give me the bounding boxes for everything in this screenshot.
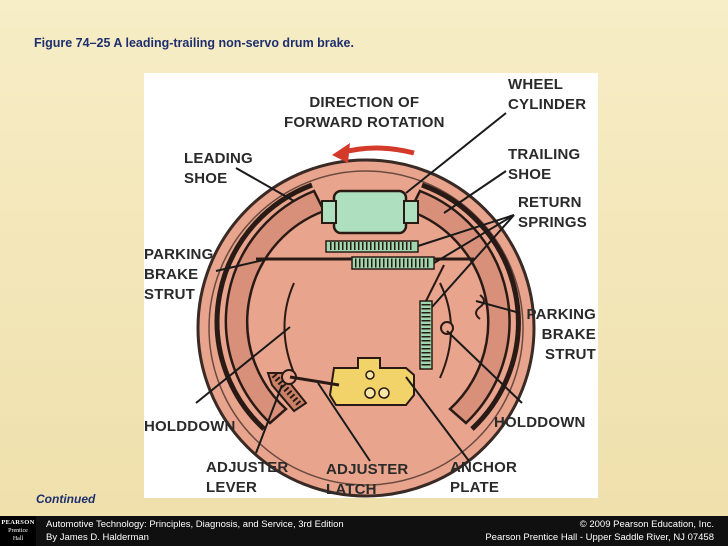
label-adjuster-lever: ADJUSTER LEVER bbox=[206, 459, 289, 496]
leader-adjuster-latch bbox=[317, 382, 371, 462]
rotation-arrow-head-icon bbox=[332, 143, 350, 163]
logo-line-2: Prentice bbox=[8, 528, 28, 534]
trailing-shoe-lining bbox=[421, 182, 521, 431]
leading-shoe-lining bbox=[214, 182, 313, 431]
adjuster-cable bbox=[289, 375, 340, 387]
holddown-spring-right bbox=[475, 294, 485, 320]
label-leading-shoe: LEADING SHOE bbox=[184, 150, 253, 187]
wheel-cylinder bbox=[332, 189, 408, 235]
footer-publisher: Pearson Prentice Hall - Upper Saddle Riv… bbox=[485, 532, 714, 543]
label-adjuster-latch: ADJUSTER LATCH bbox=[326, 461, 409, 498]
continued-label: Continued bbox=[36, 492, 96, 506]
leader-anchor-plate bbox=[405, 376, 470, 462]
slide-footer: PEARSON Prentice Hall Automotive Technol… bbox=[0, 516, 728, 546]
adjuster-latch-hole-2 bbox=[364, 387, 376, 399]
logo-line-3: Hall bbox=[12, 536, 24, 542]
label-parking-brake-strut-right: PARKING BRAKE STRUT bbox=[526, 306, 596, 363]
leader-parking-strut-right bbox=[475, 300, 521, 314]
leader-return-springs-2 bbox=[433, 214, 515, 264]
wheel-cylinder-piston-right bbox=[403, 200, 419, 224]
holddown-pin-right bbox=[440, 321, 454, 335]
label-holddown-right: HOLDDOWN bbox=[494, 414, 586, 431]
leader-lines bbox=[195, 112, 523, 462]
footer-author: By James D. Halderman bbox=[46, 532, 149, 543]
leader-holddown-right bbox=[446, 330, 523, 404]
label-trailing-shoe: TRAILING SHOE bbox=[508, 146, 581, 183]
rotation-arrow-icon bbox=[339, 145, 415, 156]
leader-wheel-cylinder bbox=[405, 112, 507, 194]
label-wheel-cylinder: WHEEL CYLINDER bbox=[508, 76, 587, 113]
label-anchor-plate: ANCHOR PLATE bbox=[450, 459, 518, 496]
adjuster-latch-hole-1 bbox=[365, 370, 375, 380]
leading-shoe bbox=[224, 189, 326, 425]
leader-return-springs-3 bbox=[431, 214, 515, 308]
leading-shoe-web bbox=[283, 282, 297, 379]
adjuster-latch bbox=[328, 357, 415, 406]
leader-adjuster-lever bbox=[255, 384, 283, 454]
leader-trailing-shoe bbox=[443, 170, 507, 214]
adjuster-spring bbox=[419, 300, 433, 370]
leader-holddown-left bbox=[195, 326, 291, 404]
logo-line-1: PEARSON bbox=[1, 519, 35, 526]
adjuster-lever-teeth bbox=[271, 373, 303, 407]
adjuster-spring-hook bbox=[425, 264, 445, 302]
drum-brake-figure: DIRECTION OF FORWARD ROTATION WHEEL CYLI… bbox=[144, 73, 598, 498]
leader-parking-strut-left bbox=[215, 258, 269, 272]
adjuster-lever bbox=[266, 372, 308, 413]
label-parking-brake-strut-left: PARKING BRAKE STRUT bbox=[144, 246, 214, 303]
label-direction-of-forward-rotation: DIRECTION OF FORWARD ROTATION bbox=[284, 94, 445, 131]
wheel-cylinder-piston-left bbox=[321, 200, 337, 224]
footer-book-title: Automotive Technology: Principles, Diagn… bbox=[46, 519, 344, 530]
backing-plate-rim bbox=[208, 170, 524, 486]
leader-leading-shoe bbox=[235, 167, 295, 202]
upper-return-spring bbox=[325, 240, 419, 253]
figure-title: Figure 74–25 A leading-trailing non-serv… bbox=[34, 36, 354, 50]
label-return-springs: RETURN SPRINGS bbox=[518, 194, 587, 231]
footer-copyright: © 2009 Pearson Education, Inc. bbox=[579, 519, 714, 530]
pearson-prentice-hall-logo: PEARSON Prentice Hall bbox=[0, 516, 36, 546]
adjuster-latch-hole-3 bbox=[378, 387, 390, 399]
leader-return-springs-1 bbox=[417, 214, 515, 247]
drum-brake-illustration bbox=[195, 112, 536, 498]
label-holddown-left: HOLDDOWN bbox=[144, 418, 236, 435]
